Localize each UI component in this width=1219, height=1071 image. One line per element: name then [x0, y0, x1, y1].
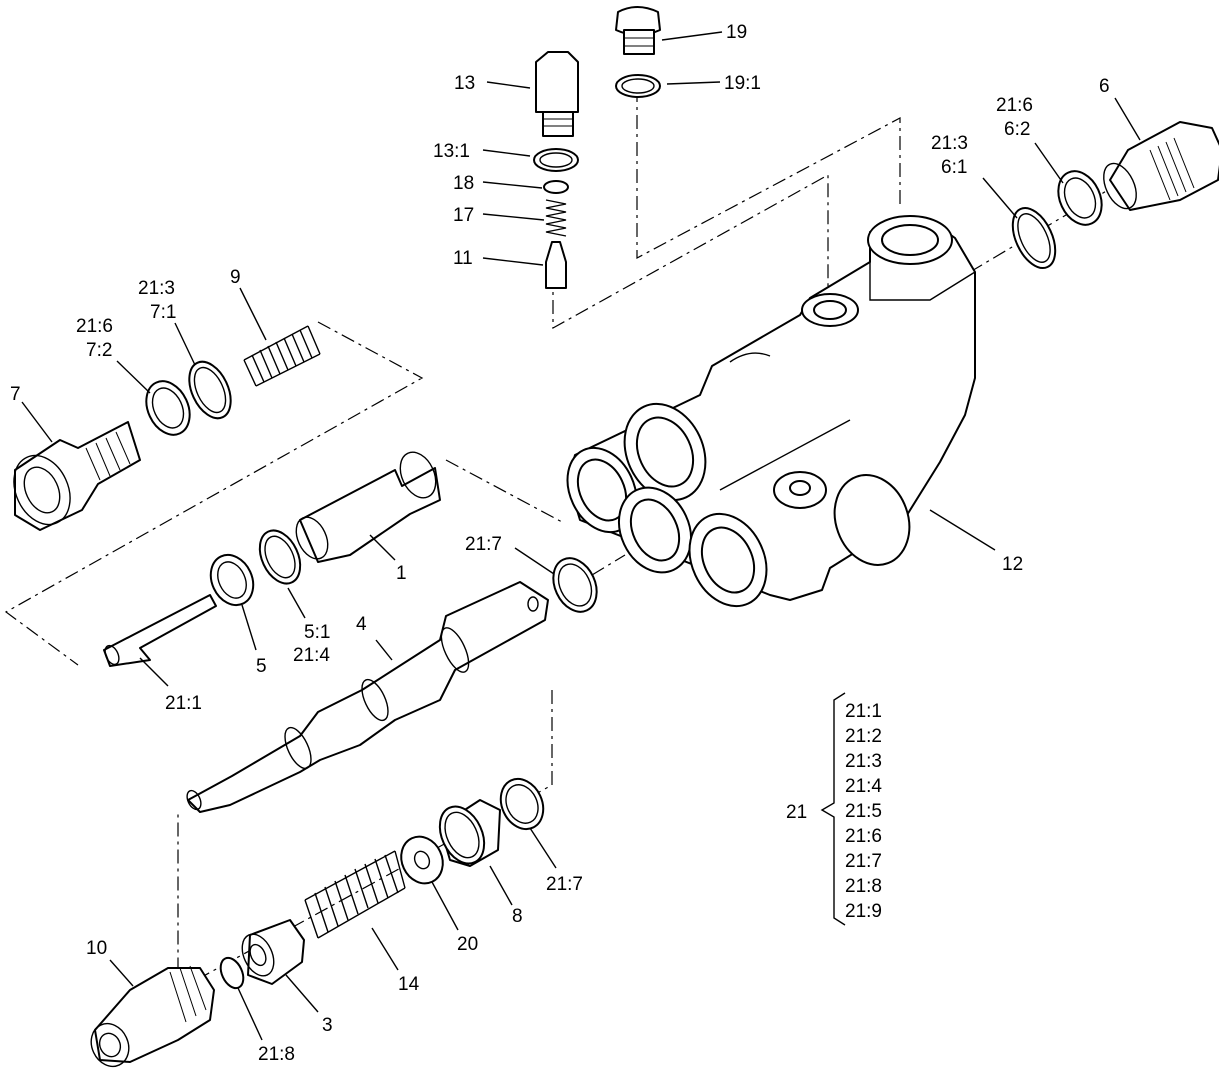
callout-18: 18 [453, 173, 474, 194]
o-ring-7-2 [145, 380, 191, 436]
spring-17 [545, 199, 567, 237]
kit-item: 21:9 [845, 901, 882, 922]
callout-10: 10 [86, 938, 107, 959]
callout-12: 12 [1002, 554, 1023, 575]
poppet-11 [545, 241, 567, 289]
callout-6-2: 6:2 [1004, 119, 1030, 140]
callout-21-6-left: 21:6 [76, 316, 113, 337]
kit-item: 21:6 [845, 826, 882, 847]
assembly-centerlines [4, 88, 1109, 992]
callout-labels: 19 19:1 13 13:1 18 17 11 6 21:6 6:2 21:3… [10, 22, 1110, 1065]
callout-13-1: 13:1 [433, 141, 470, 162]
fitting-13 [535, 51, 579, 137]
kit-item: 21:4 [845, 776, 882, 797]
plug-7 [13, 421, 141, 531]
cap-10 [90, 965, 215, 1068]
o-ring-19-1 [615, 74, 661, 98]
spool-4 [186, 581, 549, 813]
plug-19 [615, 6, 661, 55]
kit-label: 21 [786, 802, 807, 823]
plug-6 [1103, 121, 1219, 211]
callout-21-4: 21:4 [293, 645, 330, 666]
callout-6: 6 [1099, 76, 1110, 97]
callout-14: 14 [398, 974, 420, 995]
pin-21-1 [103, 594, 217, 667]
callout-7: 7 [10, 384, 21, 405]
kit-item: 21:8 [845, 876, 882, 897]
shim-18 [543, 180, 569, 194]
o-ring-21-7-lower [499, 777, 545, 831]
callout-9: 9 [230, 267, 241, 288]
callout-19-1: 19:1 [724, 73, 761, 94]
spring-seat-3 [241, 919, 305, 985]
o-ring-6-1 [1011, 207, 1057, 269]
kit-item: 21:5 [845, 801, 882, 822]
ring-5 [209, 553, 255, 607]
o-ring-6-2 [1057, 170, 1103, 226]
callout-1: 1 [396, 563, 407, 584]
callout-leaders [21, 31, 1141, 1041]
washer-20 [400, 835, 444, 885]
callout-8: 8 [512, 906, 523, 927]
callout-17: 17 [453, 205, 474, 226]
callout-19: 19 [726, 22, 747, 43]
callout-11: 11 [453, 248, 473, 269]
snap-ring-21-8 [219, 956, 245, 990]
kit-item: 21:7 [845, 851, 882, 872]
callout-21-8: 21:8 [258, 1044, 295, 1065]
kit-item: 21:2 [845, 726, 882, 747]
callout-21-1: 21:1 [165, 693, 202, 714]
callout-21-3-left: 21:3 [138, 278, 175, 299]
callout-3: 3 [322, 1015, 333, 1036]
kit-21-legend: 21 21:1 21:2 21:3 21:4 21:5 21:6 21:7 21… [786, 692, 882, 926]
callout-20: 20 [457, 934, 478, 955]
valve-body-12 [566, 215, 976, 608]
callout-7-1: 7:1 [150, 302, 176, 323]
o-ring-13-1 [533, 148, 579, 172]
callout-21-6-right: 21:6 [996, 95, 1033, 116]
callout-13: 13 [454, 73, 475, 94]
callout-21-7-upper: 21:7 [465, 534, 502, 555]
o-ring-7-1 [188, 360, 232, 420]
callout-6-1: 6:1 [941, 157, 967, 178]
retainer-8 [438, 799, 501, 867]
spring-14 [304, 850, 406, 939]
kit-item: 21:3 [845, 751, 882, 772]
callout-4: 4 [356, 614, 367, 635]
callout-21-7-lower: 21:7 [546, 874, 583, 895]
callout-21-3-right: 21:3 [931, 133, 968, 154]
o-ring-5-1 [258, 529, 302, 585]
callout-5-1: 5:1 [304, 622, 330, 643]
callout-7-2: 7:2 [86, 340, 112, 361]
o-ring-21-7-upper [552, 557, 598, 613]
spring-9 [243, 325, 321, 387]
kit-item: 21:1 [845, 701, 882, 722]
callout-5: 5 [256, 656, 267, 677]
sleeve-1 [295, 451, 441, 563]
